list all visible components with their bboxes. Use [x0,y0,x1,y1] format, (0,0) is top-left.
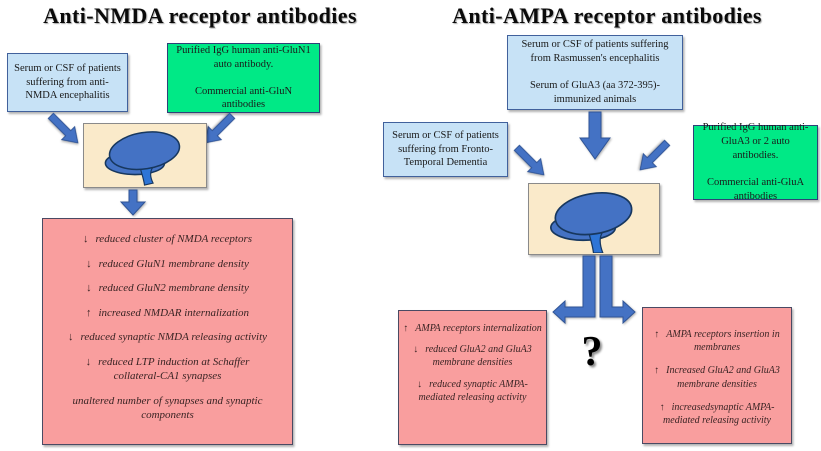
ampa-serum-box: Serum or CSF of patients suffering from … [507,35,683,110]
dendritic-spine-icon [104,131,181,186]
finding-item: ↑ AMPA receptors internalization [403,322,542,335]
left-panel-title: Anti-NMDA receptor antibodies [43,3,357,28]
down-arrow-glyph: ↓ [86,257,92,270]
nmda-serum-box: Serum or CSF of patients suffering from … [7,53,128,112]
finding-text: increasedsynaptic AMPA-mediated releasin… [663,401,775,426]
nmda-serum-text: Serum or CSF of patients suffering from … [14,62,121,102]
finding-text: Increased GluA2 and GluA3 membrane densi… [666,365,780,390]
up-arrow-glyph: ↑ [85,306,92,319]
finding-item: ↓ reduced GluA2 and GluA3 membrane densit… [403,343,542,369]
arrow-from-nmda-serum-icon [47,112,79,144]
finding-item: ↓ reduced GluN2 membrane density [47,281,288,296]
finding-text: reduced cluster of NMDA receptors [95,233,253,245]
finding-item: ↑ increased NMDAR internalization [47,306,288,321]
finding-item: ↓ reduced GluN1 membrane density [47,257,288,272]
nmda-findings-box: ↓reduced cluster of NMDA receptors ↓redu… [42,218,293,445]
ampa-antibody-text-2: Commercial anti-GluA antibodies [706,176,805,202]
ampa-insertion-findings-box: ↑ AMPA receptors insertion in membranes ↑… [642,307,792,444]
ampa-antibody-text-1: Purified IgG human anti- GluA3 or 2 auto… [702,122,809,162]
up-arrow-glyph: ↑ [659,401,665,413]
nmda-antibody-text-2: Commercial anti-GluN antibodies [194,85,293,111]
question-mark: ? [581,329,603,375]
finding-text: reduced GluA2 and GluA3 membrane densiti… [425,344,532,369]
finding-item: ↓ reduced synaptic NMDA releasing activit… [47,330,288,345]
down-arrow-glyph: ↓ [67,331,74,344]
nmda-antibody-text-1: Purified IgG human anti-GluN1 auto antib… [176,44,311,70]
up-arrow-glyph: ↑ [403,323,409,334]
ampa-antibody-box: Purified IgG human anti- GluA3 or 2 auto… [693,122,818,202]
ampa-serum-text-2: Serum of GluA3 (aa 372-395)- immunized a… [529,80,661,105]
down-arrow-glyph: ↓ [82,233,89,245]
down-arrow-glyph: ↓ [417,378,423,390]
nmda-antibody-box: Purified IgG human anti-GluN1 auto antib… [167,43,320,113]
finding-text: reduced GluN2 membrane density [98,282,249,295]
finding-item: ↓reduced synaptic AMPA-mediated releasin… [403,378,542,404]
right-panel-title: Anti-AMPA receptor antibodies [452,3,762,28]
up-arrow-glyph: ↑ [654,329,660,340]
finding-item: ↓ reduced LTP induction at Schaffer colla… [47,355,288,384]
finding-text: reduced LTP induction at Schaffer collat… [98,355,250,383]
finding-text: increased NMDAR internalization [98,306,250,319]
finding-text: reduced synaptic AMPA-mediated releasing… [418,378,528,403]
dendritic-spine-icon [550,192,633,254]
finding-text: AMPA receptors internalization [415,323,542,334]
finding-text: AMPA receptors insertion in membranes [666,329,780,354]
arrow-from-ampa-serum-icon [579,111,611,160]
ftd-serum-text: Serum or CSF of patients suffering from … [392,129,499,169]
finding-text: unaltered number of synapses and synapti… [72,394,263,422]
ampa-internalization-findings-box: ↑AMPA receptors internalization ↓reduced… [398,310,547,445]
finding-item: ↓ reduced cluster of NMDA receptors [47,232,288,247]
up-arrow-glyph: ↑ [654,365,660,377]
finding-text: reduced synaptic NMDA releasing activity [80,331,268,344]
finding-item: ↑increasedsynaptic AMPA-mediated releasi… [647,401,787,427]
finding-item: ↑ Increased GluA2 and GluA3 membrane dens… [647,364,787,390]
down-arrow-glyph: ↓ [85,355,92,368]
finding-item: ↑ AMPA receptors insertion in membranes [647,328,787,354]
arrow-down-to-findings-icon [119,189,147,216]
nmda-synapse-illustration-box [83,123,207,188]
split-arrow-icon [552,255,636,325]
ftd-serum-box: Serum or CSF of patients suffering from … [383,122,508,177]
arrow-from-ftd-icon [513,144,545,176]
finding-item: unaltered number of synapses and synapti… [47,394,288,423]
down-arrow-glyph: ↓ [413,344,419,356]
down-arrow-glyph: ↓ [86,282,92,295]
finding-text: reduced GluN1 membrane density [98,257,249,270]
ampa-serum-text-1: Serum or CSF of patients suffering from … [521,39,669,65]
ampa-synapse-illustration-box [528,183,660,255]
arrow-from-ampa-antibody-icon [639,139,671,171]
